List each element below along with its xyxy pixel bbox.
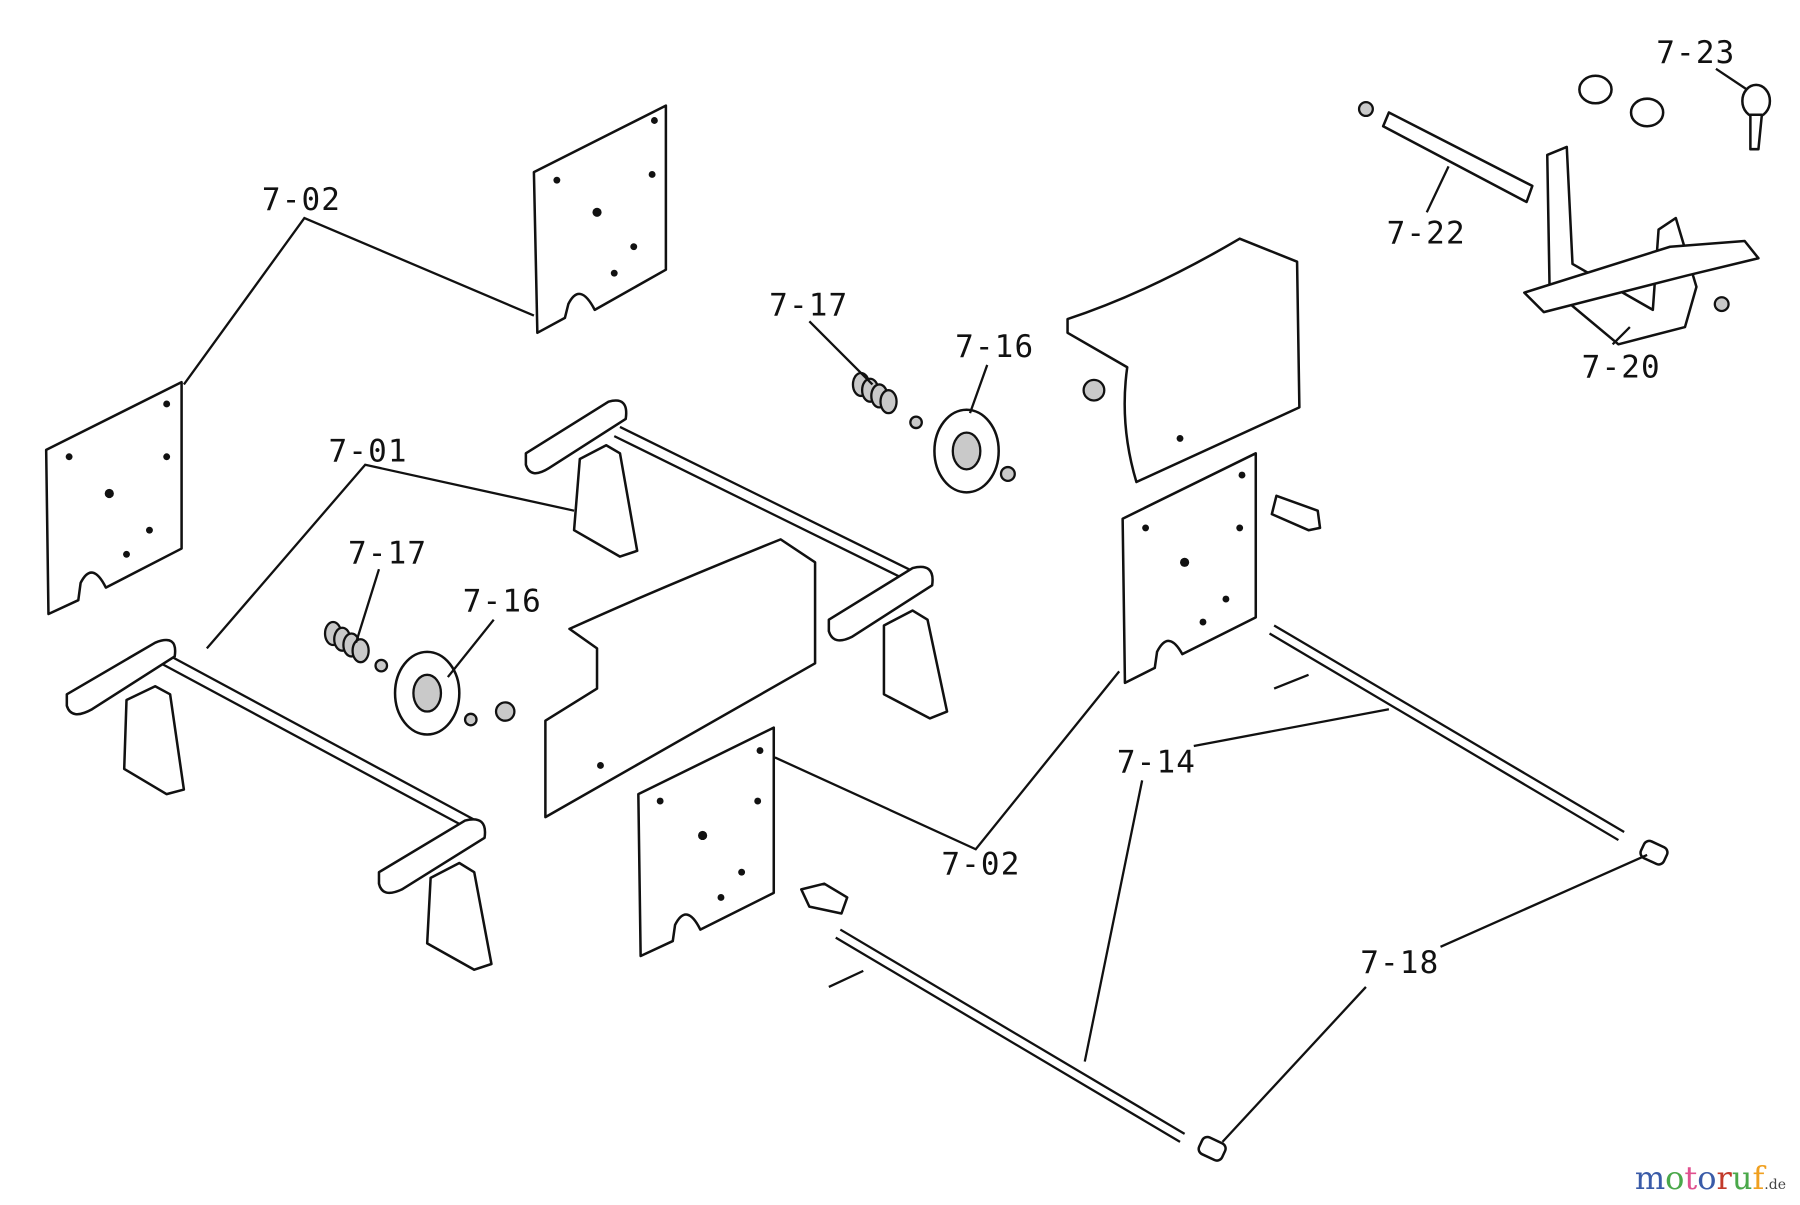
callout-7-18: 7-18 [1360, 945, 1439, 981]
deck-fragment-lower [544, 538, 817, 819]
spring-lower [323, 620, 370, 664]
axle-assembly-front [65, 638, 493, 972]
bolt-lower [800, 882, 849, 915]
bushing [1578, 74, 1613, 105]
plate-bottom [637, 726, 776, 958]
axle-assembly-rear [524, 399, 949, 720]
leader-lines [182, 67, 1748, 1143]
hitch [1523, 145, 1760, 346]
bushing [1629, 97, 1665, 128]
rod-right [1268, 624, 1625, 842]
cotter-pin [1273, 673, 1309, 690]
cap [1639, 839, 1669, 866]
plate-left [44, 380, 183, 616]
callout-7-16: 7-16 [463, 584, 542, 620]
callout-7-01: 7-01 [328, 433, 407, 469]
callout-7-02: 7-02 [262, 182, 341, 218]
nut [1082, 378, 1106, 402]
watermark-tld: .de [1764, 1177, 1786, 1193]
rod-bottom [835, 928, 1186, 1143]
plate-top [532, 104, 668, 335]
cap [1197, 1135, 1227, 1162]
wheel-upper [909, 408, 1016, 494]
callout-7-17: 7-17 [348, 535, 427, 571]
eye-pin [1741, 83, 1772, 151]
wheel-lower [374, 650, 516, 736]
clip [1713, 296, 1730, 313]
callout-7-22: 7-22 [1387, 215, 1466, 251]
bolt-upper [1270, 494, 1322, 532]
callout-7-23: 7-23 [1656, 35, 1735, 71]
callout-7-17: 7-17 [769, 288, 848, 324]
plate-right [1121, 452, 1258, 685]
pin [1357, 100, 1534, 204]
callout-7-20: 7-20 [1582, 350, 1661, 386]
spring-upper [851, 371, 898, 415]
deck-fragment-upper [1066, 237, 1301, 484]
cotter-pin [828, 969, 864, 988]
callout-7-16: 7-16 [955, 329, 1034, 365]
watermark-logo: motoruf.de [1634, 1159, 1786, 1197]
callout-7-14: 7-14 [1117, 744, 1196, 780]
callout-7-02: 7-02 [941, 846, 1020, 882]
